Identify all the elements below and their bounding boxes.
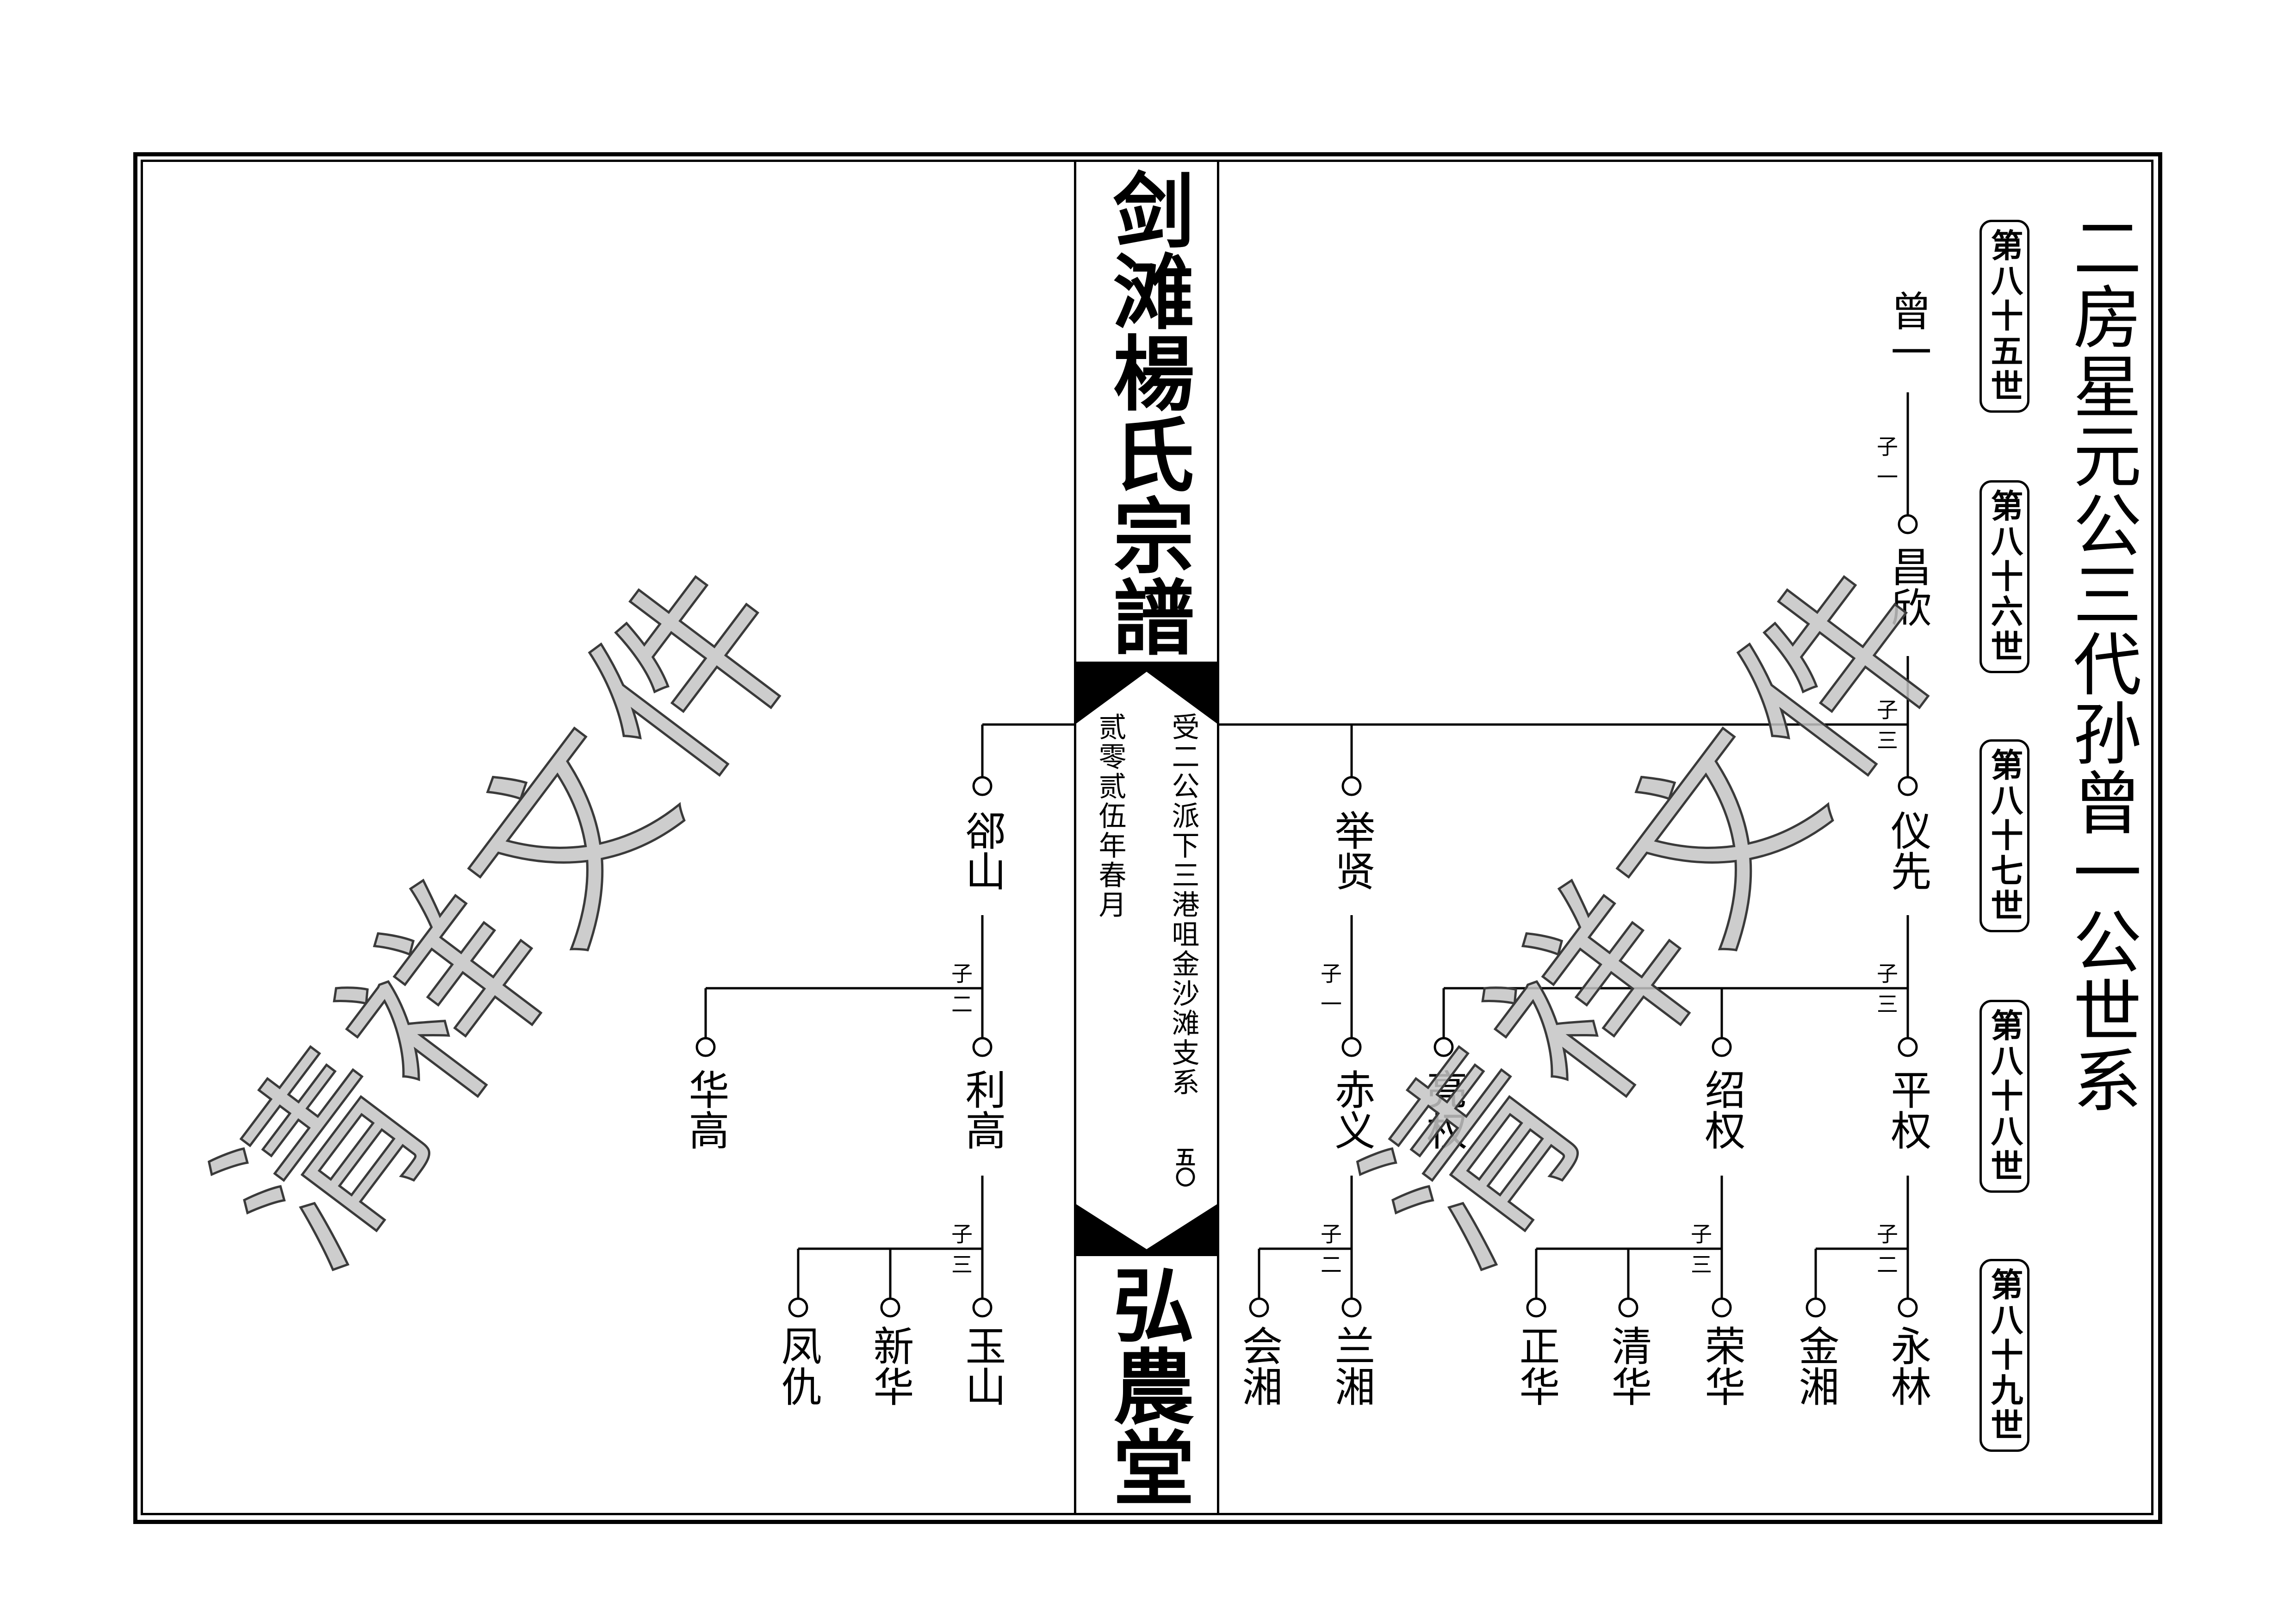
person-name: 玉山 [959,1325,1006,1406]
child-count-label: 子二 [1317,1223,1342,1284]
node-marker [695,1037,716,1057]
generation-label: 第八十六世 [1986,489,2024,665]
person-name: 正华 [1513,1325,1560,1406]
inner-border [141,160,2153,1515]
person-name: 仪先 [1884,810,1932,891]
person-name: 举贤 [1328,810,1376,891]
person-name: 凤仇 [775,1325,822,1406]
spine-hall-name: 弘農堂 [1099,1263,1195,1507]
person-name: 赤义 [1328,1069,1376,1150]
node-marker [1249,1297,1269,1318]
child-count-label: 子三 [1874,699,1899,760]
person-name: 绍权 [1698,1069,1746,1150]
node-marker [1618,1297,1638,1318]
person-name: 荣华 [1698,1325,1746,1406]
generation-badge: 第八十八世 [1980,1000,2029,1193]
spine-title: 剑滩楊氏宗譜 [1099,168,1195,657]
node-marker [972,1037,993,1057]
fishtail-bottom [1075,1203,1218,1256]
child-count-label: 子二 [948,962,973,1023]
generation-badge: 第八十九世 [1980,1259,2029,1452]
person-name: 平权 [1884,1069,1932,1150]
page-number: 五〇 [1172,1146,1195,1187]
person-name: 华高 [682,1069,730,1150]
generation-badge: 第八十五世 [1980,220,2029,413]
child-count-label: 子三 [1874,962,1899,1023]
person-name: 郤山 [959,810,1006,891]
node-marker [1898,776,1918,796]
node-marker [788,1297,808,1318]
person-name: 兰湘 [1328,1325,1376,1406]
node-marker [1898,1037,1918,1057]
child-count-label: 子三 [948,1223,973,1284]
person-name: 会湘 [1235,1325,1283,1406]
generation-label: 第八十五世 [1986,228,2024,404]
person-name: 永林 [1884,1325,1932,1406]
node-marker [1341,776,1362,796]
generation-label: 第八十八世 [1986,1008,2024,1184]
generation-label: 第八十七世 [1986,748,2024,924]
node-marker [1433,1037,1454,1057]
node-marker [1898,514,1918,534]
person-name: 新华 [867,1325,914,1406]
generation-badge: 第八十七世 [1980,739,2029,932]
node-marker [1341,1297,1362,1318]
person-name: 曾一 [1884,290,1932,372]
node-marker [1712,1037,1732,1057]
spine-branch: 受二公派下三港咀金沙滩支系 [1167,712,1199,1097]
node-marker [1526,1297,1546,1318]
generation-label: 第八十九世 [1986,1267,2024,1443]
node-marker [1341,1037,1362,1057]
node-marker [972,1297,993,1318]
person-name: 清华 [1605,1325,1652,1406]
fishtail-top [1075,662,1218,725]
node-marker [1806,1297,1826,1318]
node-marker [972,776,993,796]
node-marker [880,1297,900,1318]
book-spine [1074,160,1219,1515]
child-count-label: 子一 [1874,435,1899,496]
node-marker [1712,1297,1732,1318]
person-name: 昌欣 [1884,546,1932,627]
child-count-label: 子三 [1688,1223,1713,1284]
person-name: 亮权 [1420,1069,1468,1150]
person-name: 利高 [959,1069,1006,1150]
page-heading: 二房星元公三代孙曾一公世系 [2061,212,2141,1115]
child-count-label: 子二 [1874,1223,1899,1284]
outer-border [133,152,2162,1524]
person-name: 金湘 [1792,1325,1840,1406]
generation-badge: 第八十六世 [1980,480,2029,673]
child-count-label: 子一 [1317,962,1342,1023]
spine-date: 贰零贰伍年春月 [1094,712,1126,920]
node-marker [1898,1297,1918,1318]
